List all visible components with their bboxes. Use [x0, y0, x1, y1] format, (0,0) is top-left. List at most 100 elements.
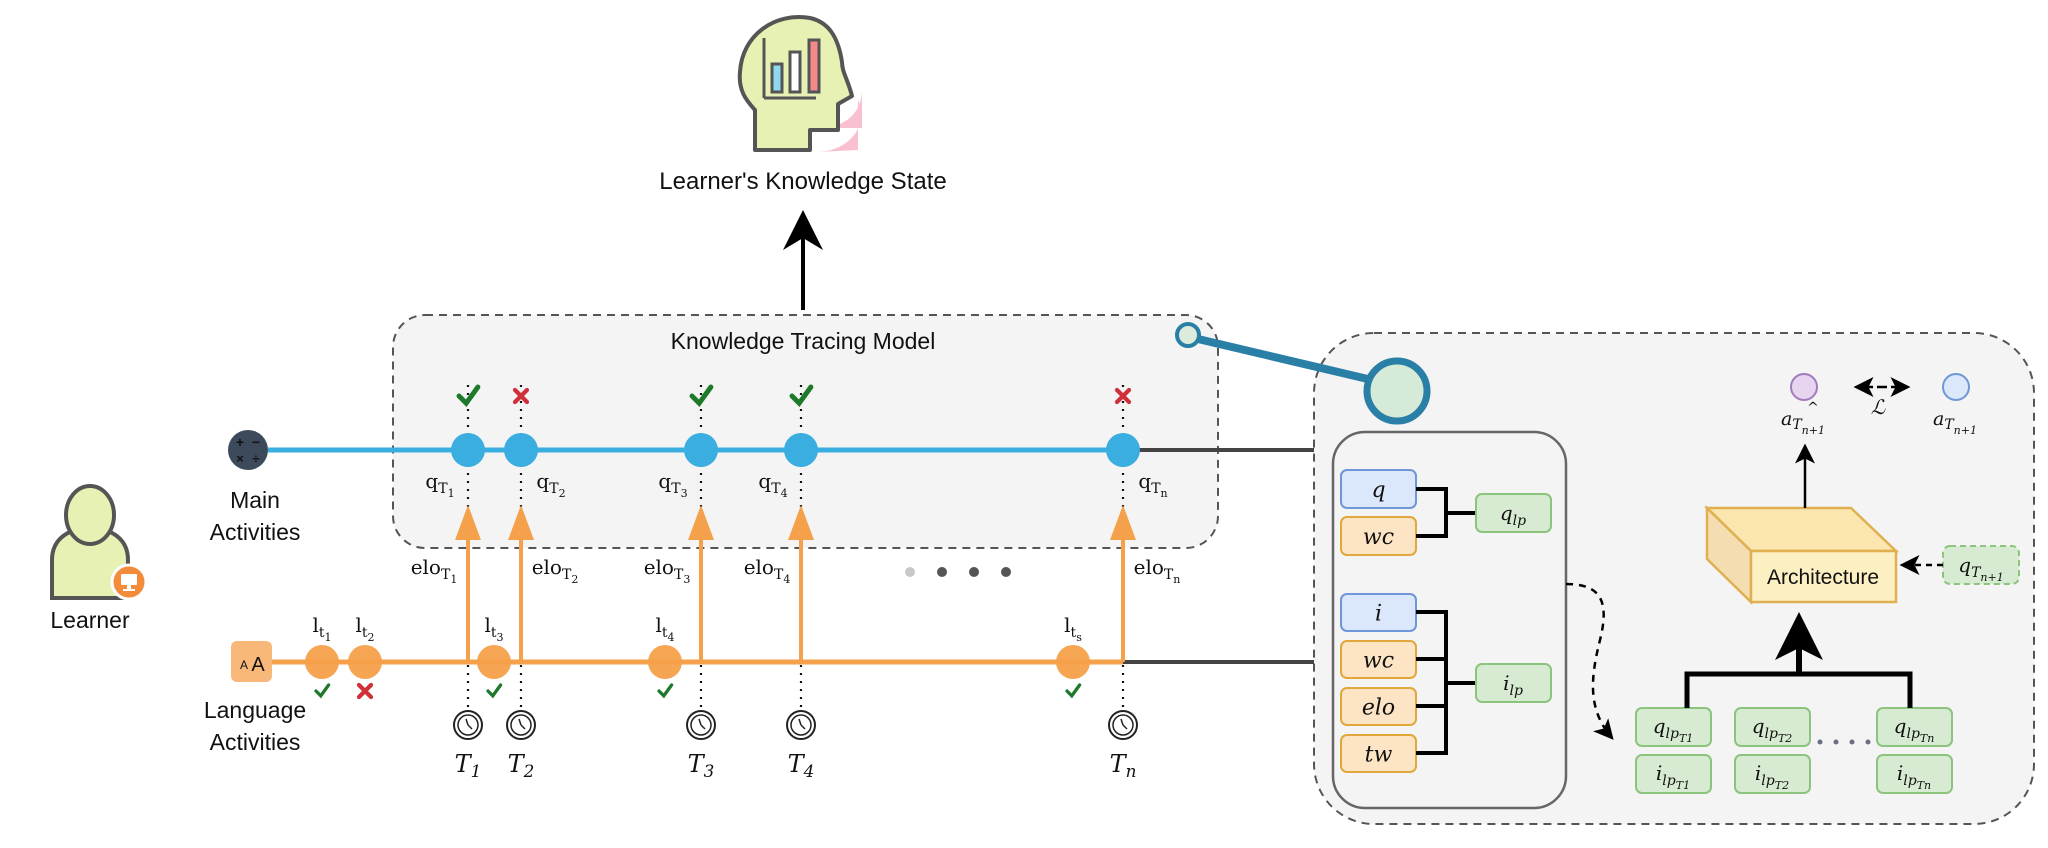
question-embedding-box — [1475, 493, 1552, 533]
interaction-feature-box-label: elo — [1362, 696, 1395, 721]
elo-arrow-head — [455, 505, 481, 540]
correct-check-icon — [486, 683, 503, 699]
sequence-question-box — [1876, 707, 1953, 747]
sequence-interaction-box — [1635, 754, 1712, 794]
elo-label: eloT1 — [411, 555, 458, 586]
interaction-feature-box-label: wc — [1363, 649, 1394, 674]
time-step-label: T1 — [455, 750, 482, 781]
interaction-embedding-box — [1475, 663, 1552, 703]
interaction-feature-box-label: tw — [1365, 743, 1393, 768]
language-activities-label-line2: Activities — [210, 729, 301, 755]
language-activity-label: lt4 — [655, 613, 674, 644]
embedding-flow-arrow — [1565, 582, 1614, 740]
sequence-ellipsis-dot — [1817, 739, 1823, 745]
knowledge-state-head-icon — [737, 15, 862, 152]
language-activity-label: lts — [1064, 613, 1082, 644]
prediction-hat: ^ — [1807, 400, 1819, 416]
time-step-label: Tn — [1110, 750, 1137, 781]
timeline-ellipsis — [905, 567, 1011, 577]
main-activity-node[interactable] — [504, 433, 538, 467]
elo-label: eloTn — [1134, 555, 1181, 586]
time-step-label: T3 — [688, 750, 715, 781]
main-activity-node[interactable] — [784, 433, 818, 467]
main-activities-label-line2: Activities — [210, 519, 301, 545]
loss-label: ℒ — [1871, 395, 1886, 419]
svg-text:×: × — [236, 451, 244, 466]
main-activity-label: qT2 — [536, 469, 565, 500]
language-activities-label-line1: Language — [204, 697, 306, 723]
language-activity-node[interactable] — [648, 645, 682, 679]
main-activity-label: qT3 — [658, 469, 687, 500]
language-activity-node[interactable] — [305, 645, 339, 679]
sequence-question-label: qlpT2 — [1752, 714, 1793, 745]
clock-icon — [1108, 710, 1138, 740]
svg-text:÷: ÷ — [252, 451, 259, 466]
interaction-feature-box-label: i — [1375, 602, 1382, 627]
sequence-ellipsis-dot — [1849, 739, 1855, 745]
main-activities-label-line1: Main — [230, 487, 280, 513]
magnifier-lens-icon — [1363, 357, 1431, 425]
correct-check-icon — [1065, 683, 1082, 699]
elo-arrow-head — [788, 505, 814, 540]
question-feature-box-label: q — [1371, 478, 1385, 503]
svg-text:A: A — [240, 658, 248, 672]
main-activity-label: qTn — [1138, 469, 1167, 500]
time-step-label: T4 — [788, 750, 815, 781]
learner-avatar-icon — [50, 484, 148, 601]
main-activity-label: qT4 — [758, 469, 787, 500]
correct-check-icon — [657, 683, 674, 699]
elo-arrow-head — [688, 505, 714, 540]
correct-check-icon — [314, 683, 331, 699]
sequence-interaction-box — [1734, 754, 1811, 794]
knowledge-state-title: Learner's Knowledge State — [659, 168, 946, 195]
sequence-interaction-label: ilpT2 — [1755, 761, 1789, 792]
interaction-embedding-label: ilp — [1503, 671, 1523, 699]
main-activity-node[interactable] — [1106, 433, 1140, 467]
correct-check-icon — [689, 384, 714, 408]
calculator-icon: + − × ÷ — [228, 430, 268, 470]
language-activity-label: lt3 — [484, 613, 503, 644]
question-embedding-label: qlp — [1500, 501, 1526, 529]
elo-label: eloT3 — [644, 555, 691, 586]
svg-text:+: + — [236, 434, 244, 450]
svg-text:A: A — [251, 654, 265, 676]
clock-icon — [506, 710, 536, 740]
sequence-question-label: qlpT1 — [1653, 714, 1694, 745]
main-activity-node[interactable] — [684, 433, 718, 467]
sequence-bracket — [1684, 612, 1913, 708]
prediction-label: aTn+1 — [1781, 408, 1825, 437]
correct-check-icon — [789, 384, 814, 408]
next-query-label: qTn+1 — [1958, 553, 2003, 584]
target-label: aTn+1 — [1933, 408, 1977, 437]
language-text-icon: A A — [231, 641, 272, 682]
sequence-ellipsis-dot — [1865, 739, 1871, 745]
sequence-interaction-label: ilpT1 — [1656, 761, 1690, 792]
magnifier-small-icon — [1175, 322, 1201, 348]
knowledge-tracing-model-box — [392, 314, 1219, 549]
incorrect-cross-icon — [356, 682, 374, 700]
language-activity-label: lt2 — [355, 613, 374, 644]
time-step-label: T2 — [508, 750, 535, 781]
clock-icon — [786, 710, 816, 740]
question-feature-box-label: wc — [1363, 525, 1394, 550]
knowledge-tracing-model-title: Knowledge Tracing Model — [671, 328, 936, 354]
sequence-question-label: qlpTn — [1894, 714, 1935, 745]
svg-text:−: − — [252, 434, 260, 450]
elo-label: eloT4 — [744, 555, 791, 586]
learner-label: Learner — [50, 607, 130, 633]
elo-arrow-head — [1110, 505, 1136, 540]
main-activity-label: qT1 — [425, 469, 454, 500]
elo-arrow-head — [508, 505, 534, 540]
language-activity-node[interactable] — [477, 645, 511, 679]
language-activity-label: lt1 — [312, 613, 331, 644]
clock-icon — [453, 710, 483, 740]
language-activity-node[interactable] — [1056, 645, 1090, 679]
incorrect-cross-icon — [512, 387, 530, 405]
language-activity-node[interactable] — [348, 645, 382, 679]
main-activity-node[interactable] — [451, 433, 485, 467]
correct-check-icon — [456, 384, 481, 408]
sequence-ellipsis-dot — [1833, 739, 1839, 745]
elo-label: eloT2 — [532, 555, 579, 586]
clock-icon — [686, 710, 716, 740]
